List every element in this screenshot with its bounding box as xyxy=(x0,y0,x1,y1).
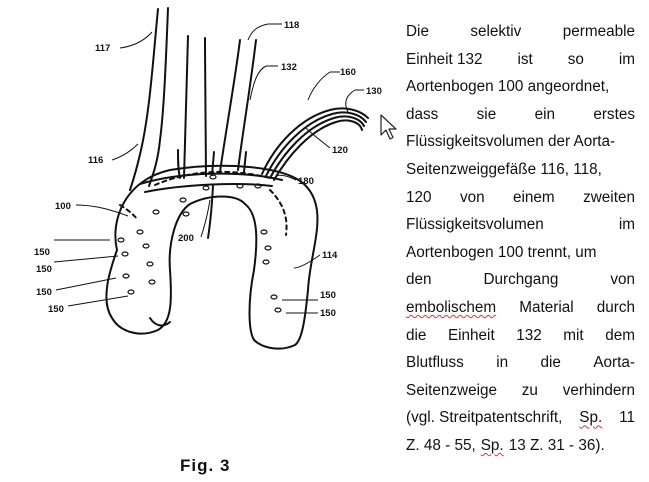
text-word: dass xyxy=(406,105,439,123)
text-word: in xyxy=(496,354,509,372)
text-line: den Durchgang von xyxy=(406,266,635,294)
mouse-pointer-icon xyxy=(379,113,399,146)
text-word: von xyxy=(459,188,485,206)
text-word: zweiten xyxy=(583,188,635,206)
text-word: erstes xyxy=(593,105,635,123)
text-word: ist xyxy=(517,50,533,68)
text-word: Aorta- xyxy=(593,354,635,372)
text-word: Aortenbogen 100 trennt, um xyxy=(406,243,597,261)
label-116: 116 xyxy=(88,155,103,166)
text-word: zu xyxy=(521,381,538,399)
text-word: Flüssigkeitsvolumen der Aorta- xyxy=(406,133,616,151)
text-word: Seitenzweiggefäße 116, 118, xyxy=(406,160,602,178)
text-word: die xyxy=(540,354,561,372)
text-line: 120 von einem zweiten xyxy=(406,184,635,212)
label-150: 150 xyxy=(34,247,50,258)
text-line: embolischem Material durch xyxy=(406,294,635,322)
label-150: 150 xyxy=(320,290,336,301)
text-word: Sp. xyxy=(579,409,603,427)
label-150: 150 xyxy=(36,264,52,275)
label-114: 114 xyxy=(322,250,338,261)
label-117: 117 xyxy=(95,43,110,54)
text-word: 13 Z. 31 - 36). xyxy=(508,436,605,454)
text-line: Einheit 132 ist so im xyxy=(406,46,635,74)
label-100: 100 xyxy=(55,201,71,212)
label-120: 120 xyxy=(332,145,348,156)
text-line: Z. 48 - 55,Sp.13 Z. 31 - 36). xyxy=(406,432,635,460)
text-word: Blutfluss xyxy=(406,354,464,372)
text-word: Flüssigkeitsvolumen xyxy=(406,216,544,234)
text-word: sie xyxy=(476,105,497,123)
text-word: Sp. xyxy=(480,436,504,454)
text-line: Flüssigkeitsvolumen der Aorta- xyxy=(406,128,635,156)
label-150: 150 xyxy=(48,304,64,315)
text-line: Seitenzweige zu verhindern xyxy=(406,377,635,405)
text-line: die Einheit 132 mit dem xyxy=(406,322,635,350)
label-150: 150 xyxy=(320,308,336,319)
text-word: Aortenbogen 100 angeordnet, xyxy=(406,78,610,96)
text-word: Z. 48 - 55, xyxy=(406,436,476,454)
text-line: dass sie ein erstes xyxy=(406,101,635,129)
text-word: 132 xyxy=(516,326,542,344)
text-word: permeable xyxy=(562,23,635,40)
text-word: den xyxy=(406,271,432,289)
text-word: durch xyxy=(596,298,635,316)
text-word: einem xyxy=(513,188,555,206)
label-200: 200 xyxy=(178,233,194,244)
text-word: ein xyxy=(534,105,555,123)
text-word: im xyxy=(618,216,635,234)
figure-caption: Fig. 3 xyxy=(180,456,231,475)
text-line: (vgl. Streitpatentschrift, Sp. 11 xyxy=(406,404,635,432)
text-line: Aortenbogen 100 trennt, um xyxy=(406,239,635,267)
label-180: 180 xyxy=(298,176,314,187)
text-word: selektiv xyxy=(470,23,522,40)
text-word: Durchgang xyxy=(483,271,559,289)
text-word: die xyxy=(406,326,427,344)
text-word: im xyxy=(618,50,635,68)
text-word: Einheit 132 xyxy=(406,50,483,68)
text-word: (vgl. Streitpatentschrift, xyxy=(406,409,563,427)
text-word: embolischem xyxy=(406,298,497,316)
label-130: 130 xyxy=(366,86,382,97)
text-word: Einheit xyxy=(447,326,495,344)
text-word: von xyxy=(610,271,635,289)
label-118: 118 xyxy=(284,20,299,31)
text-line: Die selektiv permeable xyxy=(406,18,635,46)
text-line: Aortenbogen 100 angeordnet, xyxy=(406,73,635,101)
text-word: Material xyxy=(519,298,574,316)
text-word: Seitenzweige xyxy=(406,381,497,399)
label-160: 160 xyxy=(340,67,356,78)
text-line: Flüssigkeitsvolumen im xyxy=(406,211,635,239)
text-line: Blutfluss in die Aorta- xyxy=(406,349,635,377)
text-word: so xyxy=(567,50,584,68)
text-word: dem xyxy=(605,326,635,344)
text-word: Die xyxy=(406,23,429,40)
label-150: 150 xyxy=(36,287,52,298)
text-line: Seitenzweiggefäße 116, 118, xyxy=(406,156,635,184)
label-132: 132 xyxy=(281,62,297,73)
text-word: 11 xyxy=(619,409,635,427)
text-word: mit xyxy=(563,326,584,344)
text-word: verhindern xyxy=(562,381,635,399)
text-word: 120 xyxy=(406,188,432,206)
